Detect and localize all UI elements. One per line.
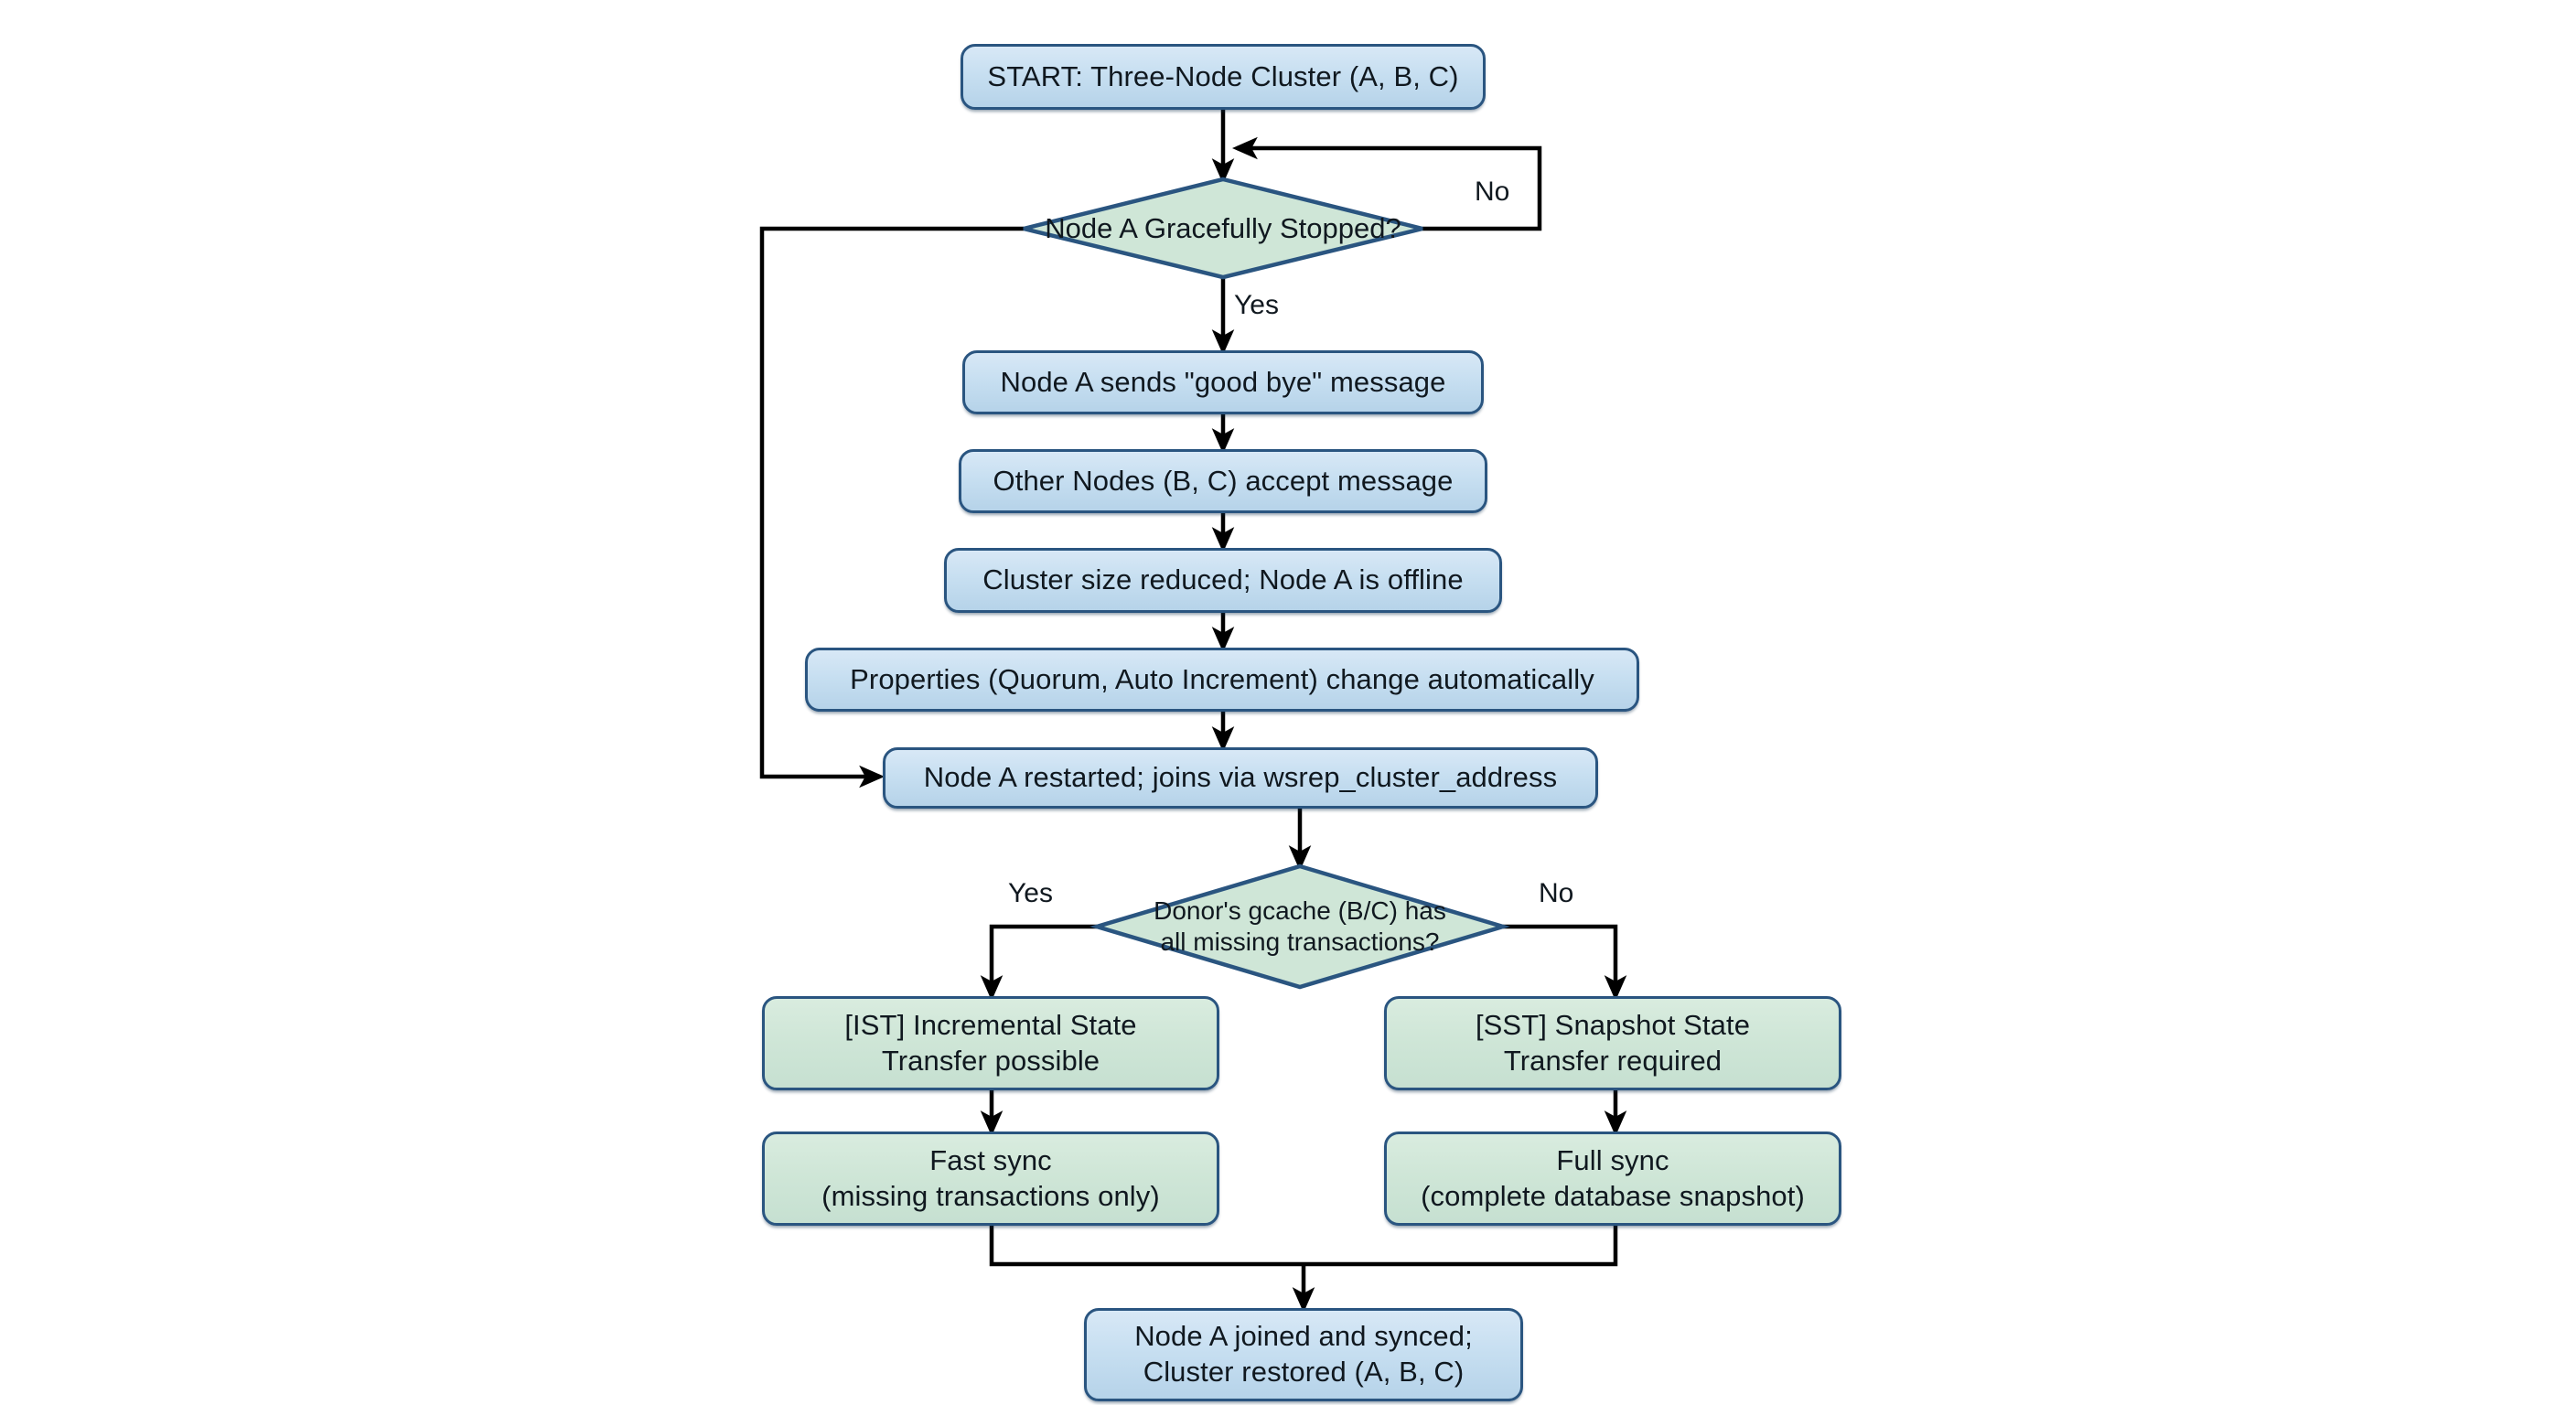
node-full-sync-label: Full sync (complete database snapshot) bbox=[1421, 1143, 1805, 1212]
node-restarted[interactable]: Node A restarted; joins via wsrep_cluste… bbox=[883, 747, 1598, 809]
node-properties[interactable]: Properties (Quorum, Auto Increment) chan… bbox=[805, 648, 1639, 712]
node-start[interactable]: START: Three-Node Cluster (A, B, C) bbox=[961, 44, 1486, 110]
node-full-sync[interactable]: Full sync (complete database snapshot) bbox=[1384, 1132, 1841, 1226]
node-start-label: START: Three-Node Cluster (A, B, C) bbox=[987, 59, 1459, 92]
node-sst[interactable]: [SST] Snapshot State Transfer required bbox=[1384, 996, 1841, 1090]
node-restarted-label: Node A restarted; joins via wsrep_cluste… bbox=[923, 761, 1558, 794]
edge-label-gcache-yes: Yes bbox=[1008, 878, 1053, 908]
edge-fast-sync-to-merge bbox=[989, 1226, 1304, 1267]
node-goodbye[interactable]: Node A sends "good bye" message bbox=[962, 350, 1484, 414]
edge-gcache-no-to-sst bbox=[1503, 924, 1627, 1002]
node-sst-label: [SST] Snapshot State Transfer required bbox=[1475, 1008, 1751, 1077]
node-fast-sync[interactable]: Fast sync (missing transactions only) bbox=[762, 1132, 1219, 1226]
edge-full-sync-to-merge bbox=[1304, 1226, 1618, 1267]
node-reduced-label: Cluster size reduced; Node A is offline bbox=[982, 563, 1464, 596]
node-fast-sync-label: Fast sync (missing transactions only) bbox=[821, 1143, 1160, 1212]
edge-gcache-yes-to-ist bbox=[980, 924, 1097, 1002]
edge-label-stopped-no: No bbox=[1475, 177, 1510, 207]
node-properties-label: Properties (Quorum, Auto Increment) chan… bbox=[850, 662, 1594, 695]
node-goodbye-label: Node A sends "good bye" message bbox=[1000, 365, 1446, 398]
edge-label-stopped-yes: Yes bbox=[1234, 290, 1279, 320]
edge-label-gcache-no: No bbox=[1539, 878, 1574, 908]
node-decision-stopped[interactable] bbox=[1024, 179, 1422, 277]
node-accept-label: Other Nodes (B, C) accept message bbox=[993, 464, 1454, 497]
node-decision-gcache[interactable] bbox=[1097, 866, 1503, 987]
node-ist[interactable]: [IST] Incremental State Transfer possibl… bbox=[762, 996, 1219, 1090]
node-end[interactable]: Node A joined and synced; Cluster restor… bbox=[1084, 1308, 1523, 1401]
node-ist-label: [IST] Incremental State Transfer possibl… bbox=[844, 1008, 1137, 1077]
node-end-label: Node A joined and synced; Cluster restor… bbox=[1134, 1320, 1473, 1388]
node-accept[interactable]: Other Nodes (B, C) accept message bbox=[959, 449, 1487, 513]
node-reduced[interactable]: Cluster size reduced; Node A is offline bbox=[944, 548, 1502, 613]
